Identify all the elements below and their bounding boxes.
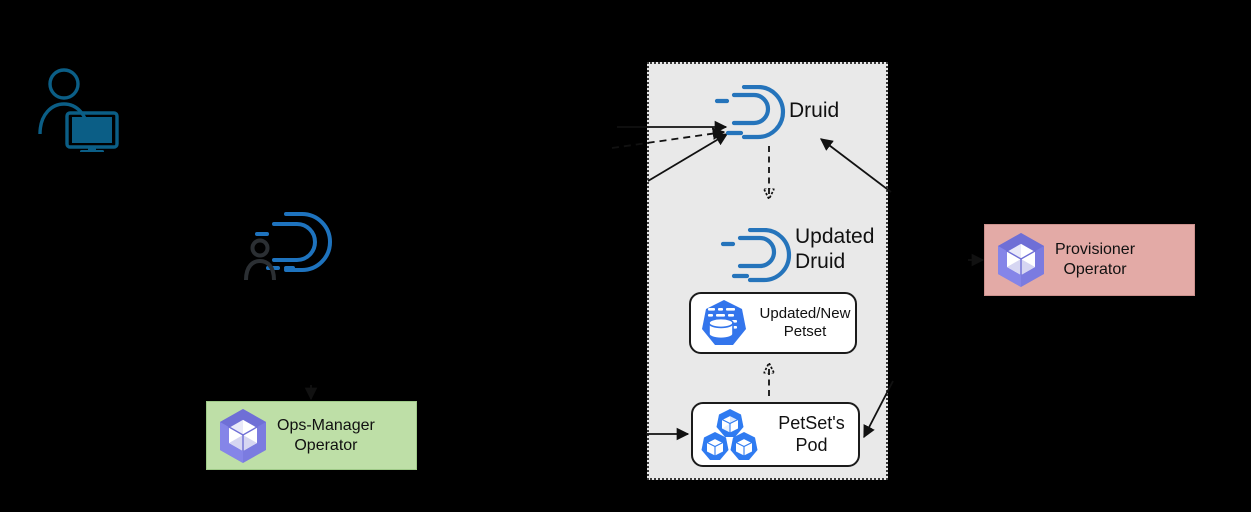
updated-new-petset-node[interactable]: Updated/New Petset xyxy=(689,292,857,354)
provisioner-operator-label: Provisioner Operator xyxy=(1055,241,1136,278)
ops-manager-operator-label: Ops-Manager Operator xyxy=(277,416,375,454)
updated-druid-label: Updated Druid xyxy=(795,225,875,273)
ops-manager-operator-node[interactable]: Ops-Manager Operator xyxy=(206,401,417,470)
petset-database-icon xyxy=(699,298,749,348)
pods-cubes-icon xyxy=(701,408,759,462)
user-at-computer-icon xyxy=(36,66,122,152)
petsets-pod-node[interactable]: PetSet's Pod xyxy=(691,402,860,467)
druid-label: Druid xyxy=(789,99,840,122)
provisioner-operator-node[interactable]: Provisioner Operator xyxy=(984,224,1195,296)
petsets-pod-label: PetSet's Pod xyxy=(778,412,845,455)
kubedb-operator-icon xyxy=(995,232,1047,288)
druid-logo-icon xyxy=(712,85,786,141)
updated-new-petset-label: Updated/New Petset xyxy=(759,305,851,340)
druid-user-icon xyxy=(240,212,335,282)
druid-logo-icon-updated xyxy=(718,228,792,284)
kubedb-operator-icon xyxy=(217,408,269,464)
